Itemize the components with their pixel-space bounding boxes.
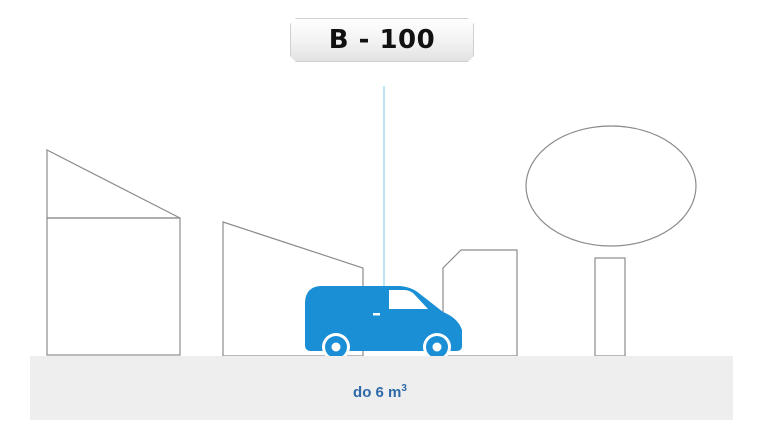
van-wheel-rear-hub: [331, 342, 341, 352]
capacity-label: do 6 m3: [330, 383, 430, 402]
van-handle: [373, 313, 380, 316]
capacity-prefix: do 6 m: [353, 384, 402, 401]
van-wheel-front-hub: [432, 342, 442, 352]
capacity-superscript: 3: [401, 383, 407, 394]
model-label: B - 100: [328, 25, 436, 55]
van-icon: [305, 286, 462, 361]
tree: [525, 125, 697, 357]
building-left-roof: [46, 149, 181, 219]
tree-trunk: [594, 257, 626, 357]
building-left-body: [46, 217, 181, 356]
building-left: [46, 149, 181, 356]
van-body: [305, 286, 462, 351]
tree-crown: [525, 125, 697, 247]
model-badge: B - 100: [290, 18, 474, 62]
van-window: [389, 290, 428, 309]
ground: [30, 356, 733, 420]
